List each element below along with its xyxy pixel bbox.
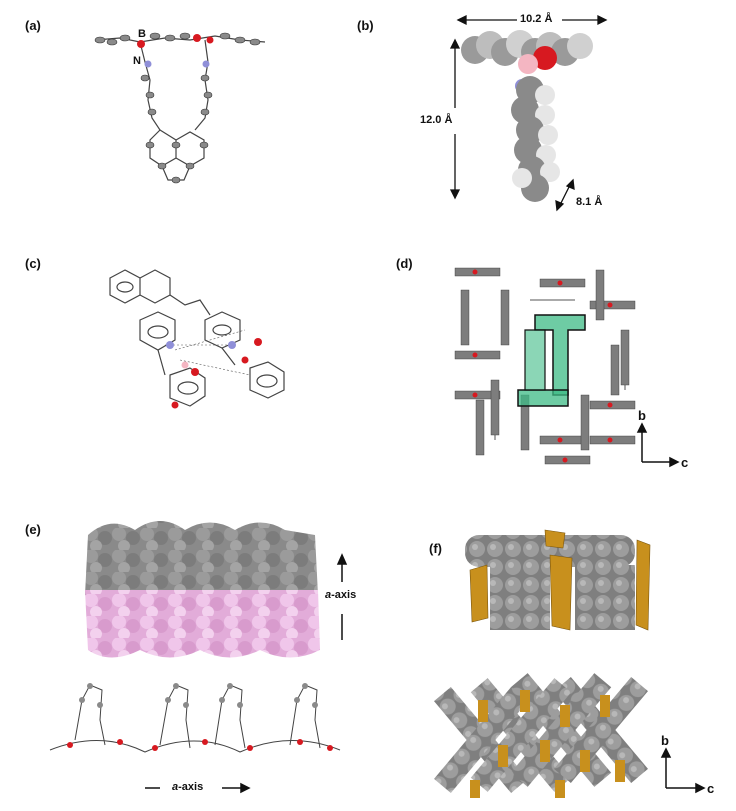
panel-label-a: (a) [25,18,41,33]
axis-label-b-d: b [638,408,646,423]
panel-label-b: (b) [357,18,374,33]
dimension-depth: 8.1 Å [576,196,603,208]
panel-label-d: (d) [396,256,413,271]
atom-label-nitrogen: N [133,55,141,67]
panel-label-c: (c) [25,256,41,271]
panel-label-f: (f) [429,541,442,556]
dimension-height: 12.0 Å [420,114,453,126]
dimension-width: 10.2 Å [520,13,553,25]
axis-letter-a-horizontal: a [172,781,179,793]
axis-label-b-f: b [661,733,669,748]
axis-label-c-f: c [707,781,715,796]
axis-label-a-horizontal: a-axis [172,781,203,793]
panel-label-e: (e) [25,522,41,537]
axis-suffix-horizontal: -axis [178,781,204,793]
axis-suffix-vertical: -axis [331,589,357,601]
axis-letter-a-vertical: a [325,589,332,601]
axis-label-c-d: c [681,455,689,470]
atom-label-boron: B [138,28,146,40]
axis-label-a-vertical: a-axis [325,589,356,601]
